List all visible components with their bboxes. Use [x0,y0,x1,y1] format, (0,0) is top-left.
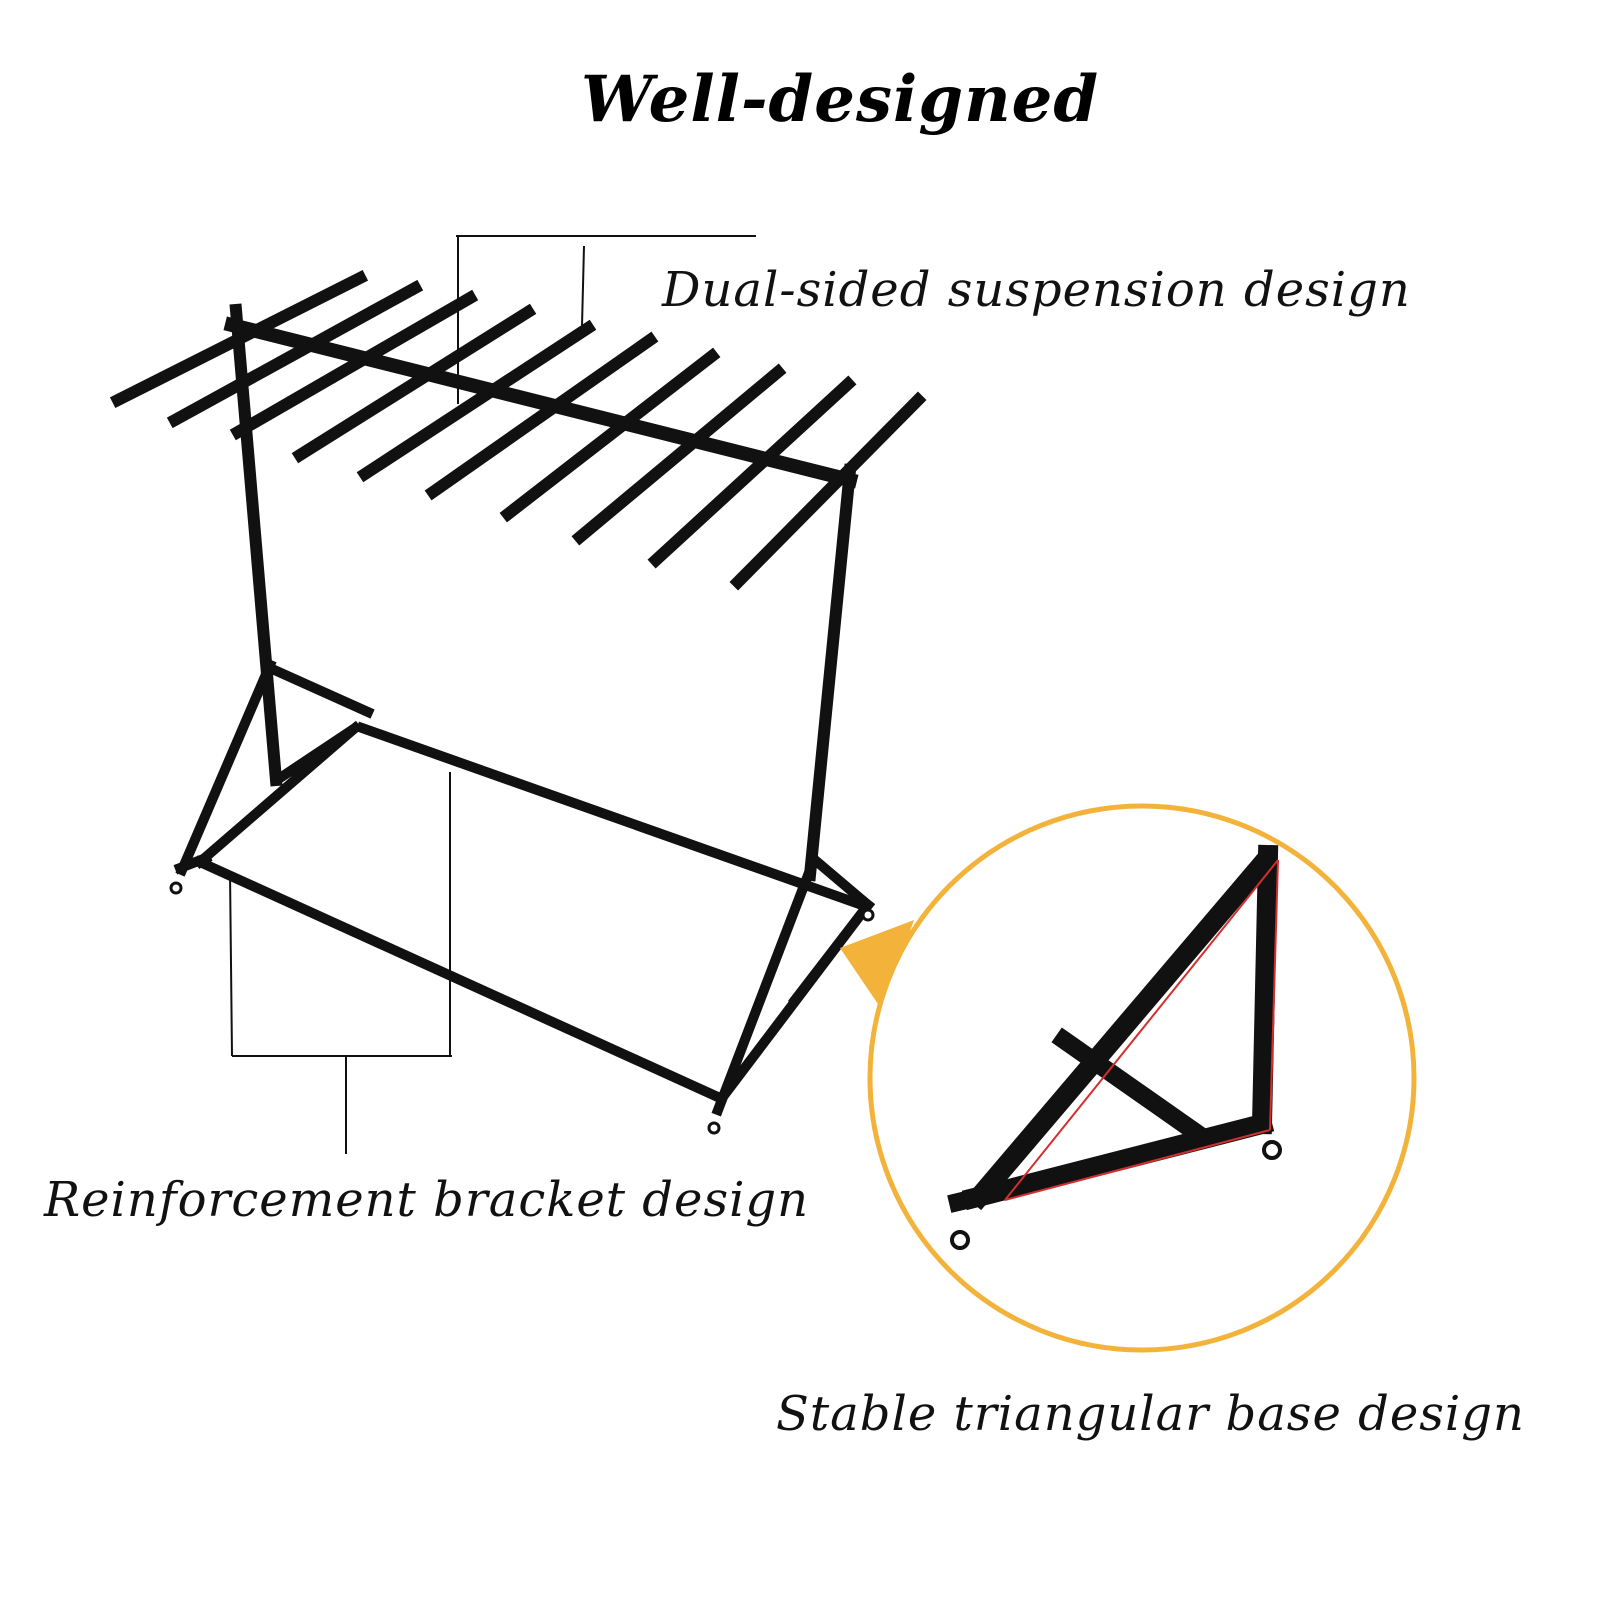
hanging-arm [109,269,369,409]
page-title: Well-designed [580,62,1100,137]
hanging-arm [729,391,927,591]
detail-bottom [961,1111,1275,1211]
wheel [169,881,183,895]
hanging-arm [424,331,659,501]
rack-wheels [169,881,875,1135]
red-highlight-line [1004,859,1279,1201]
hanging-arm [499,347,721,523]
wheel [861,908,875,922]
wheel [707,1121,721,1135]
bracket-callout-line [229,871,233,1057]
back-bottom-rail [355,721,869,912]
rack-frame [109,269,927,1117]
red-highlight-line [1269,859,1279,1131]
left-brace [175,658,277,877]
hanging-arms [109,269,927,591]
detail-cross-brace [1051,1027,1211,1147]
zoom-circle [867,803,1417,1353]
base-callout-label: Stable triangular base design [776,1386,1525,1442]
right-brace [711,863,817,1117]
front-bottom-rail [193,855,727,1105]
hanging-arm [166,279,424,429]
red-highlight-line [1004,1129,1271,1201]
detail-wheels [950,1140,1282,1250]
bottom-rails [192,720,876,1106]
detail-foot [947,1181,1011,1213]
detail-zoom [840,803,1417,1353]
left-brace-top [263,661,375,719]
detail-wheel [1262,1140,1282,1160]
hanging-arm [229,289,479,441]
left-bottom-rail [192,720,363,870]
hanging-arm [571,363,787,546]
detail-diagonal [965,847,1279,1211]
bracket-callout-label: Reinforcement bracket design [44,1172,810,1228]
hanging-arm [291,303,537,464]
detail-wheel [950,1230,970,1250]
right-upright [803,463,857,882]
detail-red-lines [1004,859,1279,1201]
hanging-arm [647,375,857,569]
right-brace-top [807,852,876,913]
top-beam [223,316,859,489]
callout-lines [229,235,756,1154]
hanging-arm [356,319,597,483]
detail-triangle [947,844,1279,1213]
right-bottom-rail [714,897,876,1106]
detail-upright [1251,844,1279,1135]
suspension-callout-line [581,245,585,327]
zoom-pointer [840,920,914,1010]
suspension-callout-label: Dual-sided suspension design [662,262,1411,318]
